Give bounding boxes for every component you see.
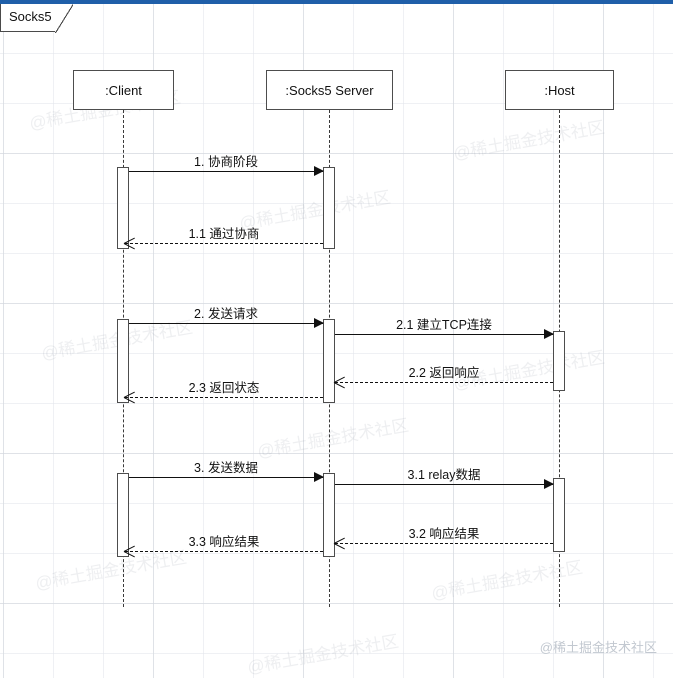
message-line — [125, 551, 323, 552]
message-label: 3.3 响应结果 — [188, 535, 260, 549]
message-label: 3.2 响应结果 — [408, 527, 480, 541]
message-label: 3.1 relay数据 — [407, 468, 481, 482]
arrowhead-right-icon — [544, 329, 554, 339]
activation-host-3 — [553, 478, 565, 552]
message-line — [129, 477, 323, 478]
activation-server-1 — [323, 167, 335, 249]
activation-client-1 — [117, 167, 129, 249]
activation-server-3 — [323, 473, 335, 557]
message-label: 3. 发送数据 — [194, 461, 258, 475]
message-line — [335, 484, 553, 485]
activation-server-2 — [323, 319, 335, 403]
message-label: 1.1 通过协商 — [188, 227, 260, 241]
activation-client-2 — [117, 319, 129, 403]
activation-host-2 — [553, 331, 565, 391]
message-label: 2. 发送请求 — [194, 307, 258, 321]
tab-socks5[interactable]: Socks5 — [0, 4, 73, 33]
message-line — [335, 382, 553, 383]
tab-label: Socks5 — [9, 9, 52, 24]
participant-label: :Client — [105, 82, 142, 98]
participant-socks5-server[interactable]: :Socks5 Server — [266, 70, 393, 110]
message-line — [125, 397, 323, 398]
message-label: 2.1 建立TCP连接 — [396, 318, 492, 332]
participant-host[interactable]: :Host — [505, 70, 614, 110]
tab-body — [0, 4, 56, 32]
activation-client-3 — [117, 473, 129, 557]
arrowhead-right-icon — [314, 472, 324, 482]
message-line — [335, 543, 553, 544]
participant-label: :Host — [544, 82, 575, 98]
participant-label: :Socks5 Server — [285, 82, 374, 98]
message-line — [129, 171, 323, 172]
message-label: 2.2 返回响应 — [408, 366, 480, 380]
window-accent-bar — [0, 0, 673, 4]
participant-client[interactable]: :Client — [73, 70, 174, 110]
arrowhead-right-icon — [314, 318, 324, 328]
message-label: 1. 协商阶段 — [194, 155, 258, 169]
message-line — [335, 334, 553, 335]
tab-slant-corner — [55, 4, 73, 33]
arrowhead-right-icon — [314, 166, 324, 176]
message-line — [125, 243, 323, 244]
message-line — [129, 323, 323, 324]
message-label: 2.3 返回状态 — [188, 381, 260, 395]
arrowhead-right-icon — [544, 479, 554, 489]
watermark: @稀土掘金技术社区 — [539, 640, 657, 655]
